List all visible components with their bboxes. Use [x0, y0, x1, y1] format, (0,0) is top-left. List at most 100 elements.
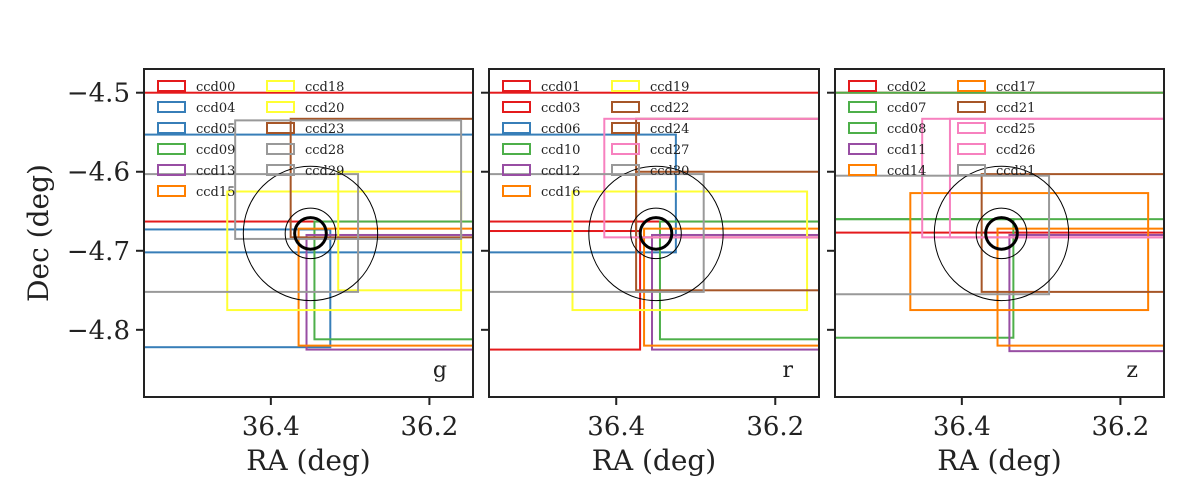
- aperture-circle: [975, 207, 1028, 260]
- legend-label-ccd29: ccd29: [305, 164, 344, 179]
- x-axis-label: RA (deg): [937, 444, 1061, 477]
- legend-label-ccd16: ccd16: [541, 185, 580, 200]
- aperture-circle: [638, 216, 674, 251]
- footprint-ccd20: [226, 190, 463, 312]
- footprint-ccd03: [489, 230, 642, 351]
- legend-swatch-ccd15: [157, 185, 186, 197]
- y-tick-label: −4.5: [67, 79, 130, 109]
- x-tick-label: 36.4: [587, 412, 645, 442]
- footprint-ccd28: [144, 173, 360, 293]
- footprint-ccd04: [144, 133, 473, 254]
- x-axis-label: RA (deg): [246, 444, 370, 477]
- legend-swatch-ccd31: [957, 164, 986, 176]
- footprint-ccd22: [635, 170, 819, 292]
- panel-g: ccd00 ccd04 ccd05 ccd09 ccd13 ccd15 ccd18 ccd20…: [22, 68, 474, 477]
- legend-swatch-ccd17: [957, 80, 986, 92]
- footprint-ccd14: [909, 192, 1150, 312]
- panel-r: ccd01ccd03ccd06ccd10ccd12ccd16ccd19ccd22…: [481, 68, 820, 477]
- legend-label-ccd14: ccd14: [887, 164, 926, 179]
- footprint-ccd29: [234, 119, 463, 240]
- legend-swatch-ccd20: [266, 101, 295, 113]
- legend-label-ccd22: ccd22: [650, 101, 689, 116]
- legend-label-ccd15: ccd15: [196, 185, 235, 200]
- legend-label-ccd11: ccd11: [887, 143, 926, 158]
- legend-swatch-ccd03: [502, 101, 531, 113]
- legend: ccd00 ccd04 ccd05 ccd09 ccd13 ccd15 ccd18 ccd20…: [157, 80, 344, 200]
- legend-label-ccd10: ccd10: [541, 143, 580, 158]
- legend-label-ccd13: ccd13: [196, 164, 235, 179]
- band-label: z: [1126, 358, 1138, 383]
- legend-swatch-ccd04: [157, 101, 186, 113]
- legend-swatch-ccd16: [502, 185, 531, 197]
- footprint-ccd23: [289, 117, 473, 239]
- footprint-ccd15: [297, 227, 473, 347]
- axes-frame: [488, 68, 820, 398]
- footprint-ccd21: [980, 173, 1164, 293]
- legend-label-ccd27: ccd27: [650, 143, 689, 158]
- axes-frame: [143, 68, 474, 398]
- legend-label-ccd04: ccd04: [196, 101, 235, 116]
- footprint-ccd11: [1008, 233, 1164, 353]
- panel-z: ccd02ccd07ccd08ccd11ccd14ccd17ccd21ccd25…: [827, 68, 1165, 477]
- legend-label-ccd03: ccd03: [541, 101, 580, 116]
- legend-label-ccd09: ccd09: [196, 143, 235, 158]
- legend-label-ccd25: ccd25: [996, 122, 1035, 137]
- band-label: g: [433, 358, 447, 383]
- legend-label-ccd07: ccd07: [887, 101, 926, 116]
- legend-swatch-ccd12: [502, 164, 531, 176]
- legend-swatch-ccd13: [157, 164, 186, 176]
- legend-label-ccd26: ccd26: [996, 143, 1035, 158]
- legend-swatch-ccd29: [266, 164, 295, 176]
- aperture-circle: [242, 165, 379, 302]
- x-tick-label: 36.2: [1091, 412, 1149, 442]
- aperture-circle: [588, 165, 724, 302]
- legend-swatch-ccd24: [611, 122, 640, 134]
- x-tick-label: 36.4: [242, 412, 300, 442]
- legend-label-ccd23: ccd23: [305, 122, 344, 137]
- y-tick-label: −4.7: [67, 237, 130, 267]
- x-tick-label: 36.2: [746, 412, 804, 442]
- footprint-ccd18: [337, 170, 473, 292]
- legend-label-ccd06: ccd06: [541, 122, 580, 137]
- legend-swatch-ccd05: [157, 122, 186, 134]
- legend-label-ccd24: ccd24: [650, 122, 689, 137]
- aperture-circle: [933, 165, 1070, 302]
- y-tick-label: −4.8: [67, 316, 130, 346]
- footprint-ccd27: [603, 117, 819, 239]
- plot-area: [144, 91, 473, 351]
- legend-label-ccd02: ccd02: [887, 80, 926, 95]
- footprint-ccd10: [658, 220, 819, 341]
- legend-swatch-ccd09: [157, 143, 186, 155]
- legend-swatch-ccd02: [848, 80, 877, 92]
- legend-swatch-ccd06: [502, 122, 531, 134]
- axes-frame: [834, 68, 1165, 398]
- legend-label-ccd20: ccd20: [305, 101, 344, 116]
- x-tick-label: 36.2: [400, 412, 458, 442]
- legend-swatch-ccd00: [157, 80, 186, 92]
- legend-swatch-ccd28: [266, 143, 295, 155]
- legend-label-ccd28: ccd28: [305, 143, 344, 158]
- legend: ccd01ccd03ccd06ccd10ccd12ccd16ccd19ccd22…: [502, 80, 689, 200]
- legend-label-ccd08: ccd08: [887, 122, 926, 137]
- x-axis-label: RA (deg): [592, 444, 716, 477]
- aperture-circle: [284, 207, 337, 260]
- legend-swatch-ccd25: [957, 122, 986, 134]
- legend-swatch-ccd23: [266, 122, 295, 134]
- legend-swatch-ccd19: [611, 80, 640, 92]
- y-axis-label: Dec (deg): [22, 164, 55, 302]
- legend-label-ccd19: ccd19: [650, 80, 689, 95]
- aperture-circle: [630, 207, 682, 260]
- legend-swatch-ccd26: [957, 143, 986, 155]
- legend-label-ccd05: ccd05: [196, 122, 235, 137]
- legend-label-ccd30: ccd30: [650, 164, 689, 179]
- legend-label-ccd00: ccd00: [196, 80, 235, 95]
- legend: ccd02ccd07ccd08ccd11ccd14ccd17ccd21ccd25…: [848, 80, 1035, 179]
- legend-label-ccd12: ccd12: [541, 164, 580, 179]
- legend-swatch-ccd21: [957, 101, 986, 113]
- legend-swatch-ccd08: [848, 122, 877, 134]
- footprint-ccd31: [835, 174, 1051, 296]
- footprint-ccd26: [921, 117, 1164, 239]
- legend-label-ccd17: ccd17: [996, 80, 1035, 95]
- legend-label-ccd18: ccd18: [305, 80, 344, 95]
